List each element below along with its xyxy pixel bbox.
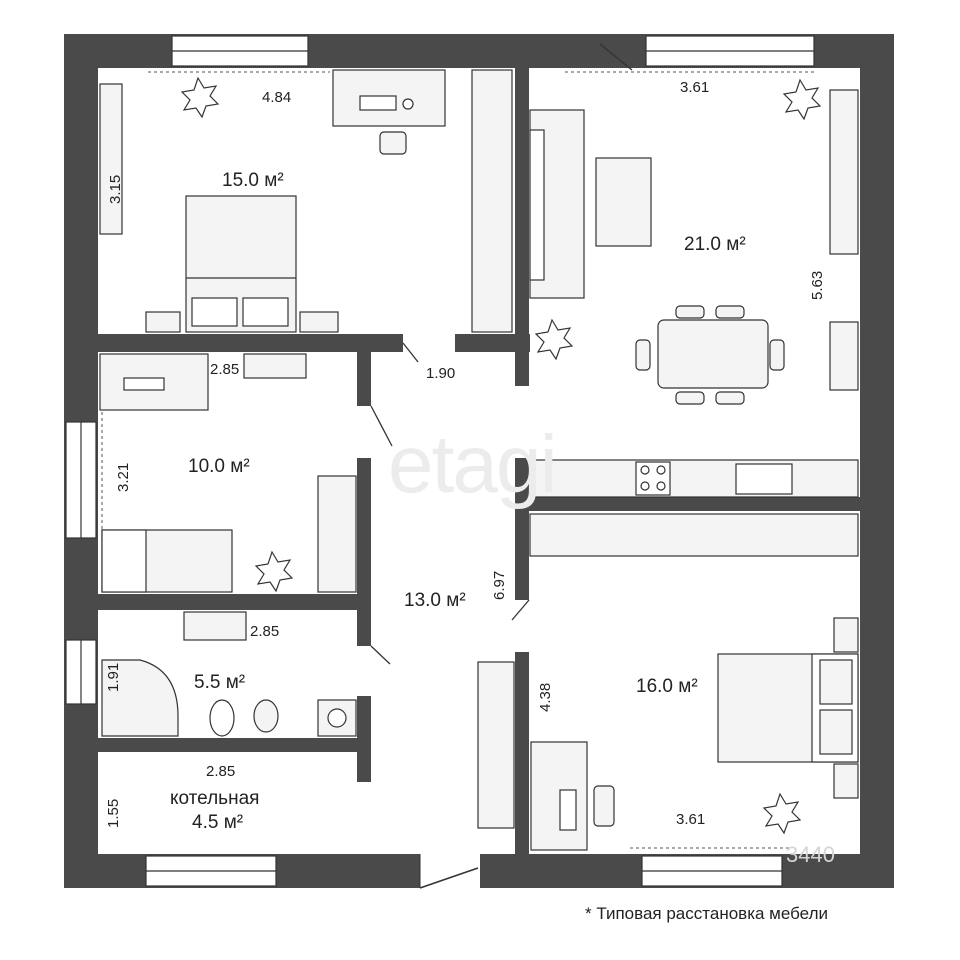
dim-hall-door: 1.90 (426, 365, 455, 382)
shower (101, 659, 179, 737)
watermark-code: 3440 (786, 842, 835, 867)
windows (65, 35, 815, 887)
dim-bedroom-top: 4.84 (262, 89, 291, 106)
watermark-logo: etagi (388, 419, 558, 510)
dim-bedroom-top-left: 3.15 (107, 175, 124, 204)
area-living: 21.0 м² (684, 234, 746, 255)
dim-boiler-top: 2.85 (206, 763, 235, 780)
dim-bedroom-small-left: 3.21 (115, 463, 132, 492)
dim-living-right: 5.63 (809, 271, 826, 300)
dim-hall-right: 6.97 (491, 571, 508, 600)
dim-bathroom-left: 1.91 (105, 663, 122, 692)
dim-bathroom-top: 2.85 (250, 623, 279, 640)
room-labels: 15.0 м² 4.84 3.15 21.0 м² 3.61 5.63 10.0… (105, 79, 826, 833)
coffee-table (595, 157, 652, 247)
desk-bottom (530, 741, 588, 851)
dim-boiler-left: 1.55 (105, 799, 122, 828)
dim-bedroom-bottom-left: 4.38 (537, 683, 554, 712)
sink (183, 611, 247, 641)
hall-wardrobe (477, 661, 515, 829)
interior-doors (370, 43, 633, 665)
dim-living-top: 3.61 (680, 79, 709, 96)
name-boiler: котельная (170, 788, 259, 809)
area-boiler: 4.5 м² (192, 812, 243, 833)
wardrobe-top (471, 69, 513, 333)
tv-stand (829, 89, 859, 255)
footnote: * Типовая расстановка мебели (585, 904, 828, 923)
entry-door (419, 854, 480, 889)
dining-table (657, 319, 769, 389)
area-bedroom-small: 10.0 м² (188, 456, 250, 477)
dim-bedroom-bottom: 3.61 (676, 811, 705, 828)
plants (180, 76, 822, 835)
area-hall: 13.0 м² (404, 590, 466, 611)
area-bathroom: 5.5 м² (194, 672, 245, 693)
furniture (99, 69, 859, 851)
interior-walls (98, 68, 860, 854)
curtains (101, 71, 815, 849)
dim-bedroom-small-top: 2.85 (210, 361, 239, 378)
area-bedroom-bottom: 16.0 м² (636, 676, 698, 697)
kitchen-counter (529, 459, 859, 498)
area-bedroom-top: 15.0 м² (222, 170, 284, 191)
